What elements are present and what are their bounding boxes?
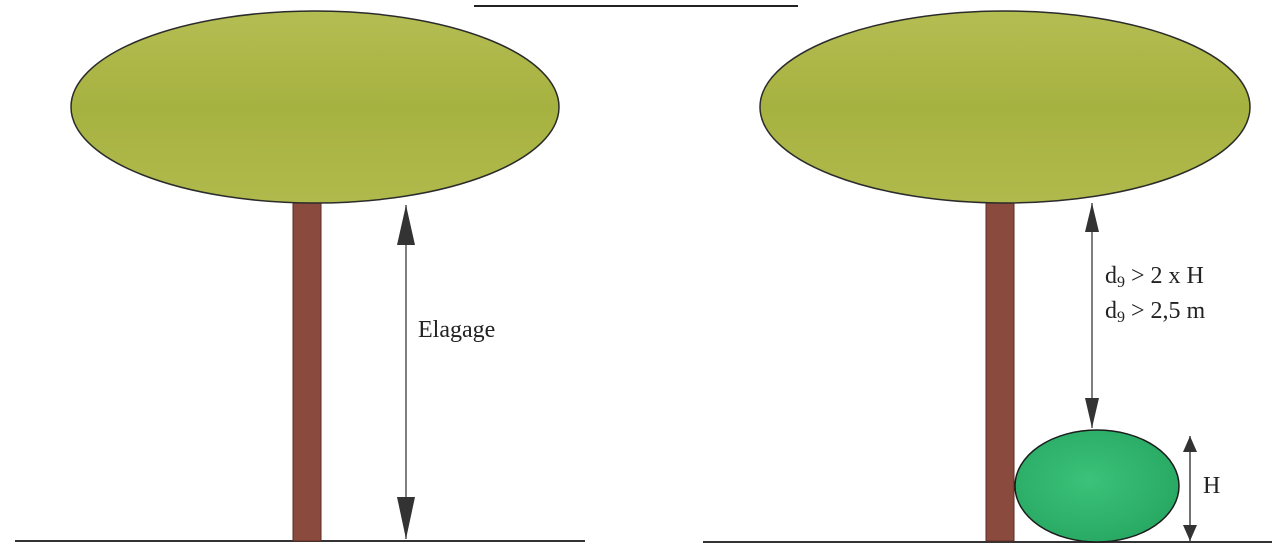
left-canopy [71,11,559,203]
left-tree: Elagage [15,11,585,541]
condition-line-1: d9 > 2 x H [1105,263,1204,291]
arrowhead-down-icon [1085,398,1099,428]
shrub [1015,430,1179,542]
shrub-height-arrow [1183,436,1197,541]
arrowhead-down-icon [1183,525,1197,541]
arrowhead-down-icon [397,497,415,539]
right-clearance-arrow [1085,203,1099,428]
condition-line-2: d9 > 2,5 m [1105,298,1206,326]
arrowhead-up-icon [1183,436,1197,452]
right-canopy [760,11,1250,203]
right-trunk [986,203,1014,541]
left-trunk [293,203,321,541]
right-tree: d9 > 2 x H d9 > 2,5 m H [703,11,1272,542]
left-clearance-arrow [397,205,415,539]
arrowhead-up-icon [1085,203,1099,232]
elagage-label: Elagage [418,317,495,343]
shrub-height-label: H [1203,473,1220,499]
arrowhead-up-icon [397,205,415,245]
